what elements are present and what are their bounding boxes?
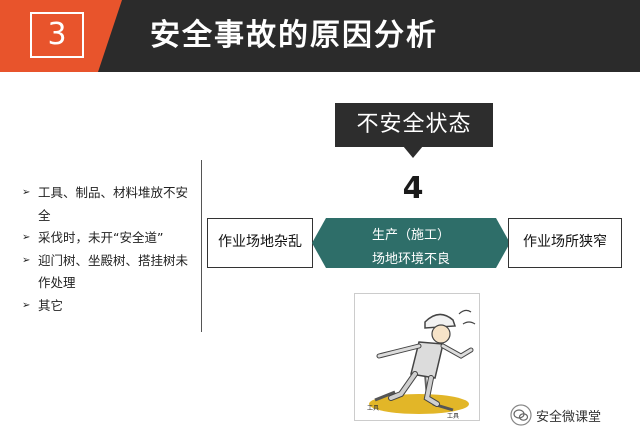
flow-center-box: 生产（施工） 场地环境不良 (312, 212, 510, 274)
flow-center-line2: 场地环境不良 (371, 252, 450, 267)
tool-label: 工具 (447, 413, 459, 420)
page-title: 安全事故的原因分析 (150, 18, 438, 53)
arrow-bullet-icon: ➢ (22, 254, 31, 266)
arrow-bullet-icon: ➢ (22, 187, 31, 198)
unsafe-state-label: 不安全状态 (335, 103, 493, 147)
cause-detail-list: ➢ 工具、制品、材料堆放不安全 ➢ 采伐时，未开“安全道” ➢ 迎门树、坐殿树、… (22, 182, 198, 317)
list-item: ➢ 其它 (22, 295, 198, 318)
list-item-text: 采伐时，未开“安全道” (38, 230, 164, 245)
watermark-text: 安全微课堂 (536, 409, 602, 425)
list-item: ➢ 工具、制品、材料堆放不安全 (22, 182, 198, 227)
worker-slipping-illustration: 工具 工具 (354, 293, 480, 421)
divider-line (201, 160, 202, 332)
list-item-text: 工具、制品、材料堆放不安全 (38, 185, 189, 223)
double-arrow-shape (312, 218, 510, 268)
flow-left-box: 作业场地杂乱 (207, 218, 313, 268)
worker-slipping-icon: 工具 工具 (367, 309, 476, 420)
tool-label: 工具 (367, 405, 379, 412)
pointer-triangle (403, 146, 423, 158)
list-item: ➢ 采伐时，未开“安全道” (22, 227, 198, 250)
wechat-channel-icon (510, 404, 532, 426)
header-band: 3 安全事故的原因分析 (0, 0, 640, 72)
section-number: 3 (30, 12, 84, 58)
cause-number: 4 (402, 171, 424, 206)
section-number-panel: 3 (0, 0, 122, 72)
arrow-bullet-icon: ➢ (22, 232, 31, 243)
flow-center-line1: 生产（施工） (371, 228, 450, 243)
flow-right-box: 作业场所狭窄 (508, 218, 622, 268)
watermark: 安全微课堂 (510, 404, 601, 426)
list-item: ➢ 迎门树、坐殿树、搭挂树未作处理 (22, 250, 198, 295)
list-item-text: 其它 (38, 297, 64, 313)
arrow-bullet-icon: ➢ (22, 299, 31, 311)
list-item-text: 迎门树、坐殿树、搭挂树未作处理 (38, 252, 189, 291)
